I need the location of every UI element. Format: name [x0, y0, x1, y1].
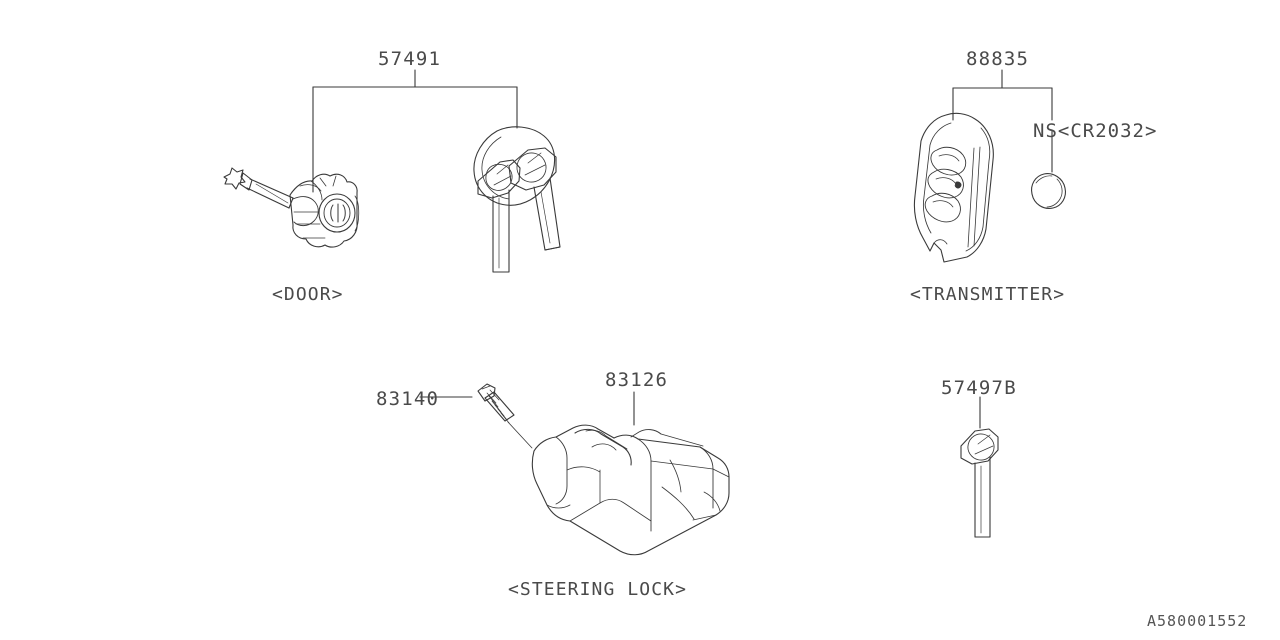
part-number-88835: 88835 — [966, 48, 1030, 70]
shear-bolt — [419, 383, 533, 449]
door-lock-cylinder — [223, 167, 360, 248]
note-cr2032: NS<CR2032> — [1033, 120, 1158, 142]
part-number-57497B: 57497B — [941, 377, 1017, 399]
part-number-57491: 57491 — [378, 48, 442, 70]
leader-88835 — [952, 69, 1053, 173]
steering-lock-housing — [531, 424, 730, 556]
caption-door: <DOOR> — [272, 284, 344, 305]
key-set — [473, 126, 561, 273]
key-blank-blade — [960, 396, 999, 538]
caption-steering-lock: <STEERING LOCK> — [508, 579, 688, 600]
transmitter-fob — [913, 112, 994, 263]
part-number-83126: 83126 — [605, 369, 669, 391]
diagram-code: A580001552 — [1147, 612, 1248, 630]
part-number-83140: 83140 — [376, 388, 440, 410]
leader-57491 — [312, 69, 518, 193]
coin-battery — [1031, 173, 1066, 209]
caption-transmitter: <TRANSMITTER> — [910, 284, 1066, 305]
